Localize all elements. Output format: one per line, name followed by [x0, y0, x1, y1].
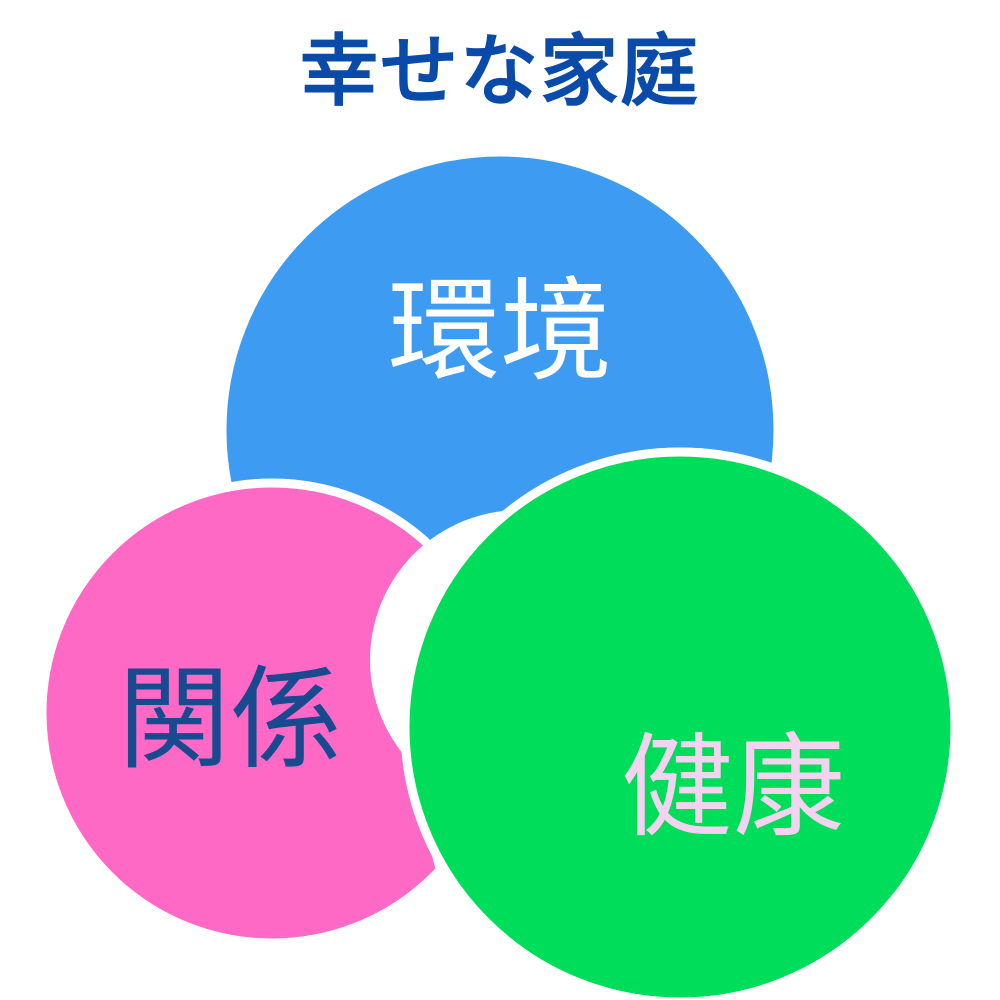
- label-relationship: 関係: [118, 655, 342, 785]
- page-title: 幸せな家庭: [299, 27, 700, 117]
- health-edge: [400, 447, 960, 1000]
- label-environment: 環境: [388, 267, 612, 397]
- label-health: 健康: [621, 723, 845, 853]
